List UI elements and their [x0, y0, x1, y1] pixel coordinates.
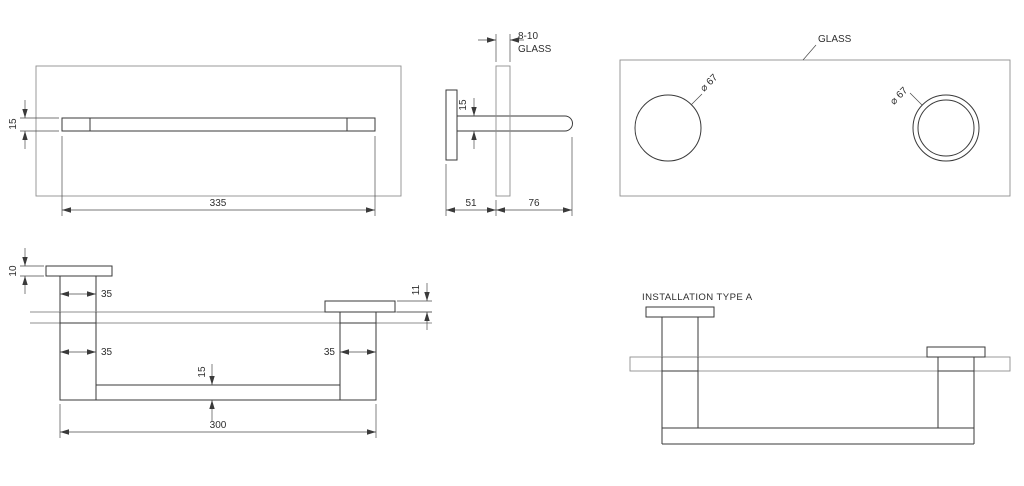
install-upper-stem — [661, 316, 699, 358]
dim-label-bar-height-front: 15 — [8, 118, 19, 130]
dim-label-flange-thickness: 10 — [8, 265, 19, 277]
install-right-post — [937, 370, 975, 429]
dim-label-stem-width: 35 — [101, 289, 113, 300]
dim-label-right-post-width: 35 — [324, 347, 336, 358]
dim-bar-height-side: 15 — [458, 98, 477, 149]
dim-label-hole-right: ⌀ 67 — [888, 85, 910, 107]
top-plate-right — [324, 300, 396, 313]
dim-centers-distance: 300 — [59, 404, 377, 438]
towel-bar-side — [457, 115, 573, 132]
wall-flange-side — [445, 89, 458, 161]
mount-hole-right-outer — [912, 94, 980, 162]
dia-leader-left — [690, 93, 703, 106]
dim-label-wall-offset: 51 — [465, 198, 477, 209]
dim-label-bar-length: 335 — [210, 198, 227, 209]
install-glass-shelf — [629, 356, 1011, 372]
dim-label-bar-height-detail: 15 — [197, 366, 208, 378]
glass-leader-line — [802, 44, 817, 61]
dim-stem-width: 35 — [60, 289, 113, 300]
dim-right-post-width: 35 — [324, 347, 376, 358]
dim-label-left-post-width: 35 — [101, 347, 113, 358]
dim-wall-offset: 51 — [445, 164, 497, 216]
dim-plate-thickness: 11 — [397, 283, 432, 330]
dim-label-bar-height-side: 15 — [458, 99, 469, 111]
glass-thickness-label-line1: 8-10 — [518, 31, 538, 42]
front-view: 15 335 — [8, 65, 402, 216]
top-flange — [45, 265, 113, 277]
installation-view: INSTALLATION TYPE A — [629, 292, 1011, 445]
right-post — [339, 322, 377, 401]
dim-label-projection: 76 — [528, 198, 540, 209]
dim-bar-length: 335 — [61, 136, 376, 216]
installation-title: INSTALLATION TYPE A — [642, 292, 753, 303]
glass-panel-plan — [619, 59, 1011, 197]
dia-leader-right — [909, 92, 923, 106]
dim-label-centers-distance: 300 — [210, 420, 227, 431]
install-top-flange — [645, 306, 715, 318]
glass-label: GLASS — [818, 34, 852, 45]
dim-projection: 76 — [496, 137, 573, 216]
install-left-post — [661, 370, 699, 429]
dim-label-hole-left: ⌀ 67 — [698, 72, 720, 94]
side-view: 8-10 GLASS 15 51 76 — [445, 31, 573, 216]
dim-left-post-width: 35 — [60, 347, 113, 358]
dim-bar-height-front: 15 — [8, 100, 59, 149]
dim-flange-thickness: 10 — [8, 248, 44, 294]
dim-glass-thickness: 8-10 GLASS — [478, 31, 552, 62]
detail-view: 10 35 11 35 35 15 — [8, 248, 432, 438]
glass-thickness-label-line2: GLASS — [518, 44, 552, 55]
dim-bar-height-detail: 15 — [197, 364, 215, 421]
install-top-plate-right — [926, 346, 986, 358]
mount-hole-left — [634, 94, 702, 162]
left-post — [59, 322, 97, 401]
dim-label-plate-thickness: 11 — [411, 284, 422, 295]
plan-view: GLASS ⌀ 67 ⌀ 67 — [619, 34, 1011, 197]
towel-bar-front — [61, 117, 376, 132]
mount-hole-right-inner — [917, 99, 975, 157]
glass-panel-side — [495, 65, 511, 197]
